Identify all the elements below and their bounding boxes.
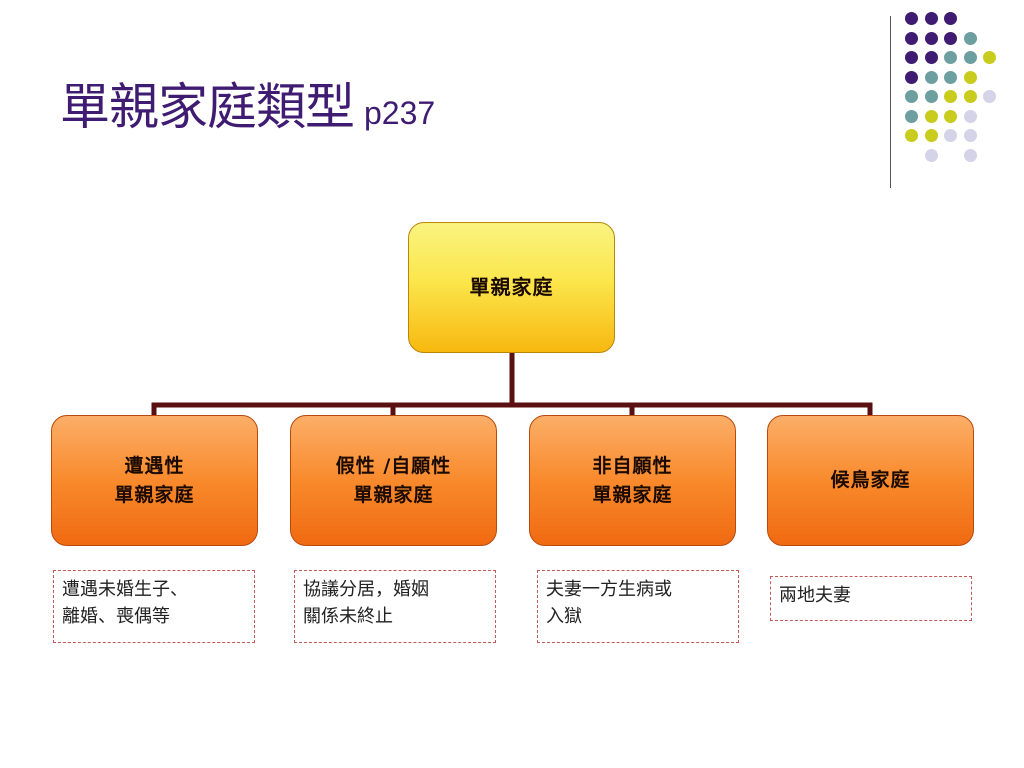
dot-purple (905, 32, 918, 45)
child-3-line-2: 單親家庭 (592, 483, 673, 506)
note-2-line-1: 協議分居，婚姻 (303, 579, 429, 600)
note-2-line-2: 關係未終止 (303, 606, 393, 627)
dot-teal (925, 90, 938, 103)
note-box-2: 協議分居，婚姻 關係未終止 (294, 570, 496, 643)
dot-lime (905, 129, 918, 142)
note-box-1: 遭遇未婚生子、 離婚、喪偶等 (53, 570, 255, 643)
child-3-line-1: 非自願性 (592, 454, 673, 477)
dot-teal (905, 110, 918, 123)
dot-lime (983, 51, 996, 64)
child-2-line-2: 單親家庭 (353, 483, 434, 506)
dot-purple (905, 12, 918, 25)
child-2-line-1: 假性 /自願性 (335, 454, 452, 477)
dot-lime (925, 129, 938, 142)
dot-lime (925, 110, 938, 123)
dot-lime (944, 90, 957, 103)
org-node-child-4: 候鳥家庭 (767, 415, 974, 546)
dot-purple (944, 12, 957, 25)
dot-teal (944, 71, 957, 84)
org-node-root: 單親家庭 (408, 222, 615, 353)
dot-teal (905, 90, 918, 103)
dot-lime (964, 71, 977, 84)
note-3-line-2: 入獄 (546, 606, 582, 627)
dot-lavender (944, 129, 957, 142)
dot-lavender (964, 149, 977, 162)
dot-lavender (925, 149, 938, 162)
dot-lavender (983, 90, 996, 103)
dot-teal (964, 32, 977, 45)
child-1-line-2: 單親家庭 (114, 483, 195, 506)
note-4-line-1: 兩地夫妻 (779, 585, 851, 606)
dot-purple (925, 12, 938, 25)
note-1-line-1: 遭遇未婚生子、 (62, 579, 188, 600)
dot-purple (925, 51, 938, 64)
dot-purple (905, 51, 918, 64)
note-1-line-2: 離婚、喪偶等 (62, 606, 170, 627)
dot-purple (925, 32, 938, 45)
dot-purple (905, 71, 918, 84)
org-node-child-3: 非自願性 單親家庭 (529, 415, 736, 546)
title-page-ref: p237 (364, 95, 436, 131)
dot-teal (925, 71, 938, 84)
title-main: 單親家庭類型 (60, 78, 355, 136)
dot-lime (964, 90, 977, 103)
child-4-line-1: 候鳥家庭 (830, 469, 911, 491)
org-node-child-2: 假性 /自願性 單親家庭 (290, 415, 497, 546)
dot-lime (944, 110, 957, 123)
child-1-line-1: 遭遇性 (124, 454, 185, 477)
root-label: 單親家庭 (469, 275, 554, 299)
dot-teal (944, 51, 957, 64)
dot-purple (944, 32, 957, 45)
dot-teal (964, 51, 977, 64)
corner-divider (890, 16, 891, 188)
note-box-4: 兩地夫妻 (770, 576, 972, 621)
note-3-line-1: 夫妻一方生病或 (546, 579, 672, 600)
org-node-child-1: 遭遇性 單親家庭 (51, 415, 258, 546)
note-box-3: 夫妻一方生病或 入獄 (537, 570, 739, 643)
dot-lavender (964, 129, 977, 142)
dot-lavender (964, 110, 977, 123)
